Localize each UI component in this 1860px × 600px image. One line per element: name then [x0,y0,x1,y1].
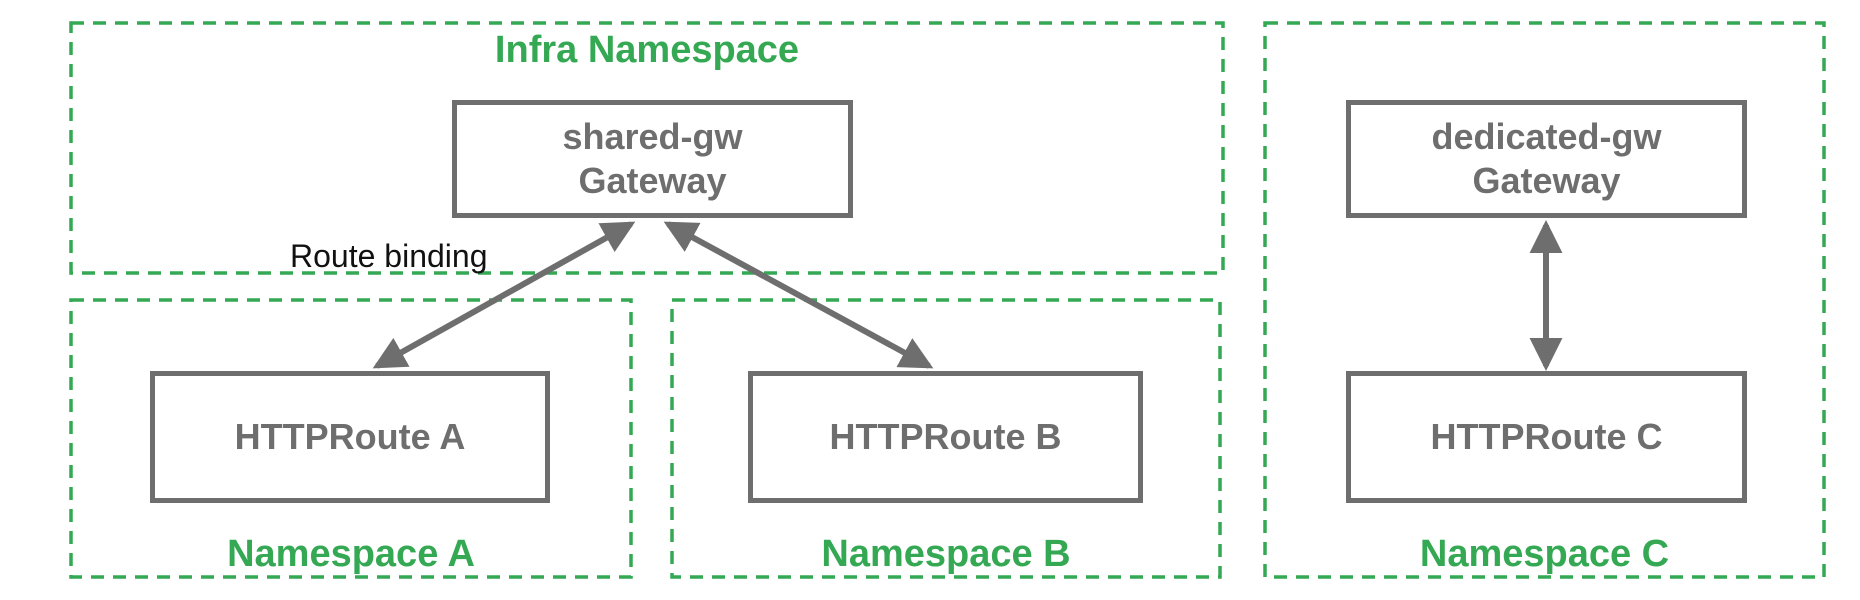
shared-gateway-node: shared-gw Gateway [452,100,853,218]
http-route-c-node: HTTPRoute C [1346,371,1747,503]
namespace-b-label: Namespace B [821,533,1071,575]
http-route-a-node: HTTPRoute A [150,371,550,503]
namespace-b-border [670,298,1222,579]
infra-namespace-border [69,21,1225,275]
route-binding-annotation: Route binding [290,238,488,274]
shared-gateway-kind: Gateway [578,160,727,201]
infra-namespace-label: Infra Namespace [494,29,800,71]
route-b-binding-arrow [663,221,934,369]
dedicated-gateway-kind: Gateway [1472,160,1621,201]
namespace-a-label: Namespace A [227,533,475,575]
route-a-binding-arrow [372,221,636,369]
namespace-c-border [1263,21,1826,579]
http-route-b-label: HTTPRoute B [829,416,1062,458]
http-route-c-label: HTTPRoute C [1430,416,1663,458]
dedicated-gateway-node: dedicated-gw Gateway [1346,100,1747,218]
dedicated-gateway-name: dedicated-gw [1431,116,1662,158]
shared-gateway-name: shared-gw [562,116,743,158]
namespace-c-label: Namespace C [1419,533,1670,575]
http-route-b-node: HTTPRoute B [748,371,1143,503]
http-route-a-label: HTTPRoute A [234,416,466,458]
